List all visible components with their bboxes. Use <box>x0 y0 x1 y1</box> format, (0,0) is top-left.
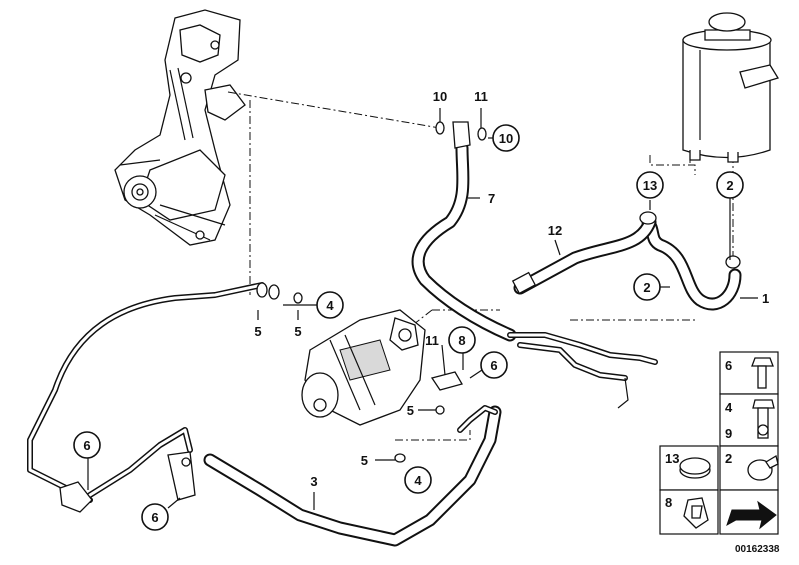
legend-label-9: 9 <box>725 426 732 441</box>
legend-label-13: 13 <box>665 451 679 466</box>
callout-5d: 5 <box>361 453 368 468</box>
callout-7: 7 <box>488 191 495 206</box>
clamps <box>59 121 741 513</box>
callout-5a: 5 <box>254 324 261 339</box>
callout-circles <box>73 124 744 531</box>
legend: 6 4 9 13 2 8 <box>659 351 779 535</box>
callout-11: 11 <box>425 333 439 348</box>
hose-1 <box>641 215 742 311</box>
legend-label-8: 8 <box>665 495 672 510</box>
callout-10a: 10 <box>433 89 447 104</box>
document-id: 00162338 <box>735 544 780 555</box>
reservoir-drawing <box>682 12 779 163</box>
hose-7 <box>411 141 517 342</box>
callout-2a: 2 <box>726 178 733 193</box>
callout-6c: 6 <box>151 510 158 525</box>
callout-labels: 10 11 10 7 13 2 12 2 1 4 5 5 11 8 6 5 5 … <box>83 89 769 525</box>
pipe-return <box>507 332 658 409</box>
engine-bracket-drawing <box>114 9 246 246</box>
banjo-bolt-icon <box>752 399 775 439</box>
pipe-3-left <box>27 282 265 503</box>
callout-2b: 2 <box>643 280 650 295</box>
callout-6b: 6 <box>83 438 90 453</box>
clamp-ring-icon <box>747 454 779 481</box>
callout-9: 10 <box>499 131 513 146</box>
callout-4b: 4 <box>414 473 422 488</box>
leader-lines <box>87 108 758 510</box>
arrow-icon <box>726 500 777 530</box>
callout-13: 13 <box>643 178 657 193</box>
callout-4a: 4 <box>326 298 334 313</box>
callout-8: 8 <box>458 333 465 348</box>
legend-label-4: 4 <box>725 400 733 415</box>
power-steering-pump <box>301 309 463 426</box>
callout-12: 12 <box>548 223 562 238</box>
hose-clamp-icon <box>679 457 711 479</box>
callout-5c: 5 <box>407 403 414 418</box>
clip-icon <box>683 497 709 529</box>
callout-10b: 11 <box>474 89 488 104</box>
bolt-icon <box>751 357 774 389</box>
hose-12 <box>511 215 657 295</box>
callout-1: 1 <box>762 291 769 306</box>
legend-label-6: 6 <box>725 358 732 373</box>
callout-6a: 6 <box>490 358 497 373</box>
callout-3: 3 <box>310 474 317 489</box>
legend-label-2: 2 <box>725 451 732 466</box>
hose-3 <box>203 405 502 547</box>
callout-5b: 5 <box>294 324 301 339</box>
